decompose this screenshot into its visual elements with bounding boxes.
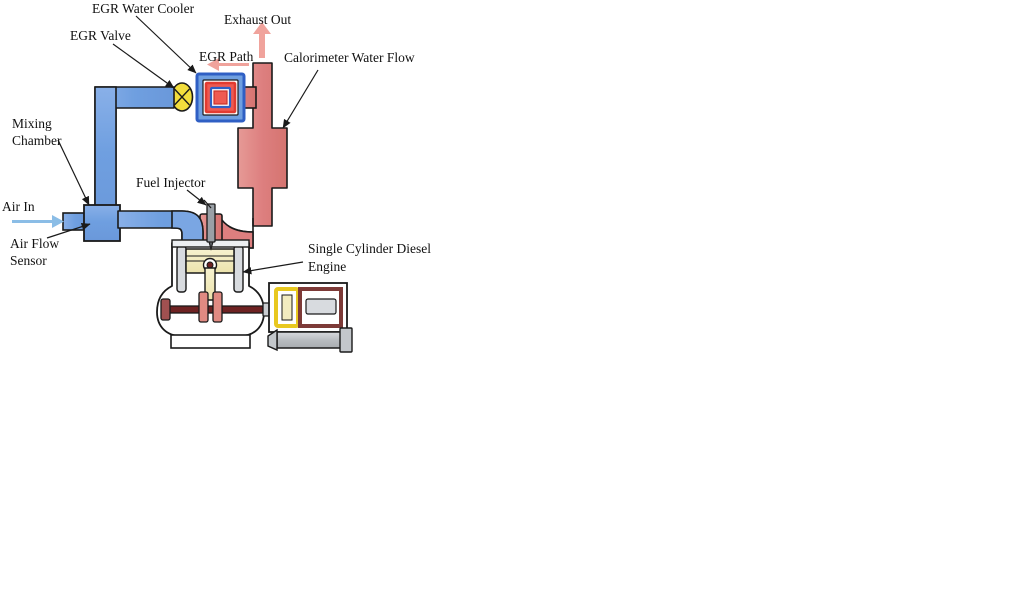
label-air-flow-sensor-line1: Air Flow xyxy=(10,236,59,251)
cylinder-piston xyxy=(185,248,235,301)
egr-water-cooler xyxy=(195,72,246,123)
label-mixing-chamber-line2: Chamber xyxy=(12,133,62,148)
label-air-flow-sensor-line2: Sensor xyxy=(10,253,47,268)
leader-lines xyxy=(46,15,319,275)
egr-path-arrow xyxy=(207,58,249,71)
label-egr-valve: EGR Valve xyxy=(70,28,131,43)
label-engine-line1: Single Cylinder Diesel xyxy=(308,241,431,256)
egr-valve[interactable] xyxy=(170,82,194,112)
label-egr-water-cooler: EGR Water Cooler xyxy=(92,1,195,16)
mixing-chamber xyxy=(83,204,121,242)
exhaust-out-arrow xyxy=(253,22,271,58)
calorimeter xyxy=(237,62,288,227)
label-fuel-injector: Fuel Injector xyxy=(136,175,206,190)
label-calorimeter-water-flow: Calorimeter Water Flow xyxy=(284,50,415,65)
label-mixing-chamber-line1: Mixing xyxy=(12,116,52,131)
dynamometer xyxy=(267,282,353,353)
label-engine-line2: Engine xyxy=(308,259,346,274)
air-in-arrow xyxy=(12,215,64,228)
label-air-in: Air In xyxy=(2,199,35,214)
label-egr-path: EGR Path xyxy=(199,49,254,64)
label-exhaust-out: Exhaust Out xyxy=(224,12,291,27)
